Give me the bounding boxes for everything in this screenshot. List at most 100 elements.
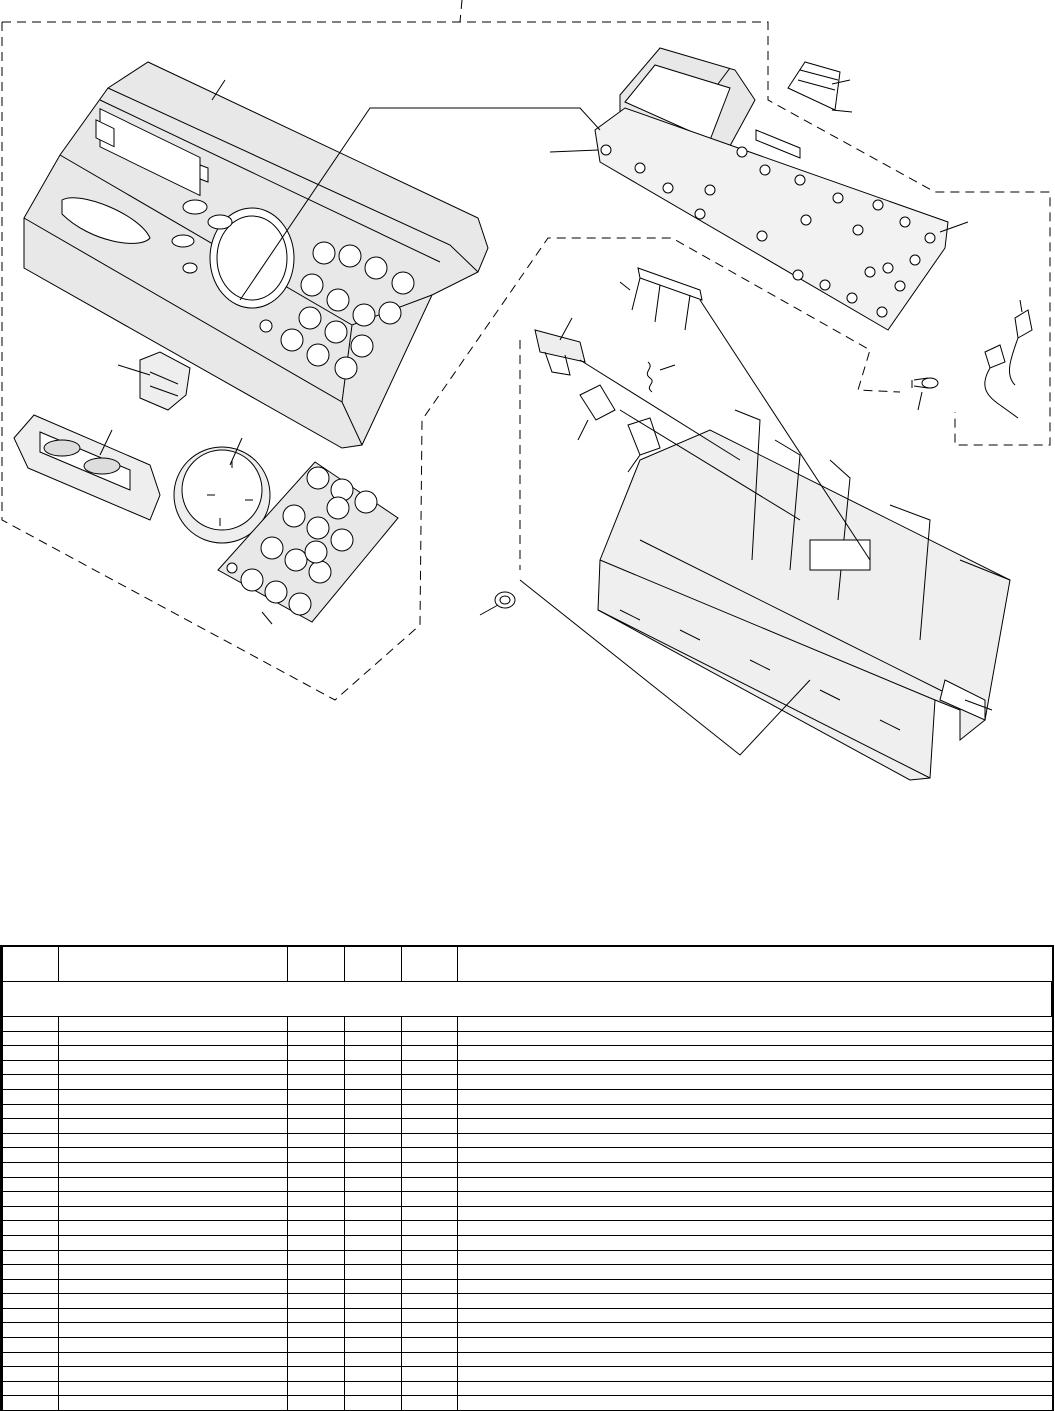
cell-price [286, 1264, 345, 1280]
cell-price [286, 1322, 345, 1339]
cell-new [343, 1161, 402, 1178]
cell-rank [400, 1176, 458, 1193]
cell-no [1, 1322, 59, 1339]
cell-description [456, 1337, 1053, 1353]
cell-price [286, 1278, 345, 1295]
cell-no [1, 1176, 59, 1193]
cell-part-no [57, 1351, 288, 1368]
document-tray [597, 409, 1011, 781]
sensor-bracket [631, 267, 703, 331]
cell-new [343, 1176, 402, 1193]
cell-part-no [57, 1249, 288, 1266]
cell-rank [400, 1016, 458, 1032]
table-row [1, 1234, 1053, 1251]
cell-new [343, 1307, 402, 1324]
cell-new [343, 1395, 402, 1411]
cell-price [286, 1016, 345, 1032]
table-row [1, 1322, 1053, 1339]
cell-price [286, 1234, 345, 1251]
cell-part-no [57, 1366, 288, 1382]
table-row [1, 1249, 1053, 1266]
cell-price [286, 1205, 345, 1222]
sensor-plate-a [579, 384, 616, 421]
table-group-row [1, 981, 1053, 1017]
cell-price [286, 1395, 345, 1411]
cell-price [286, 1132, 345, 1149]
cell-description [456, 1234, 1053, 1251]
cell-no [1, 1045, 59, 1061]
header-new [343, 946, 402, 982]
cell-new [343, 1030, 402, 1047]
cell-no [1, 1074, 59, 1090]
keypad-holes [259, 241, 415, 380]
operation-panel-cover [23, 61, 489, 449]
cell-price [286, 1103, 345, 1120]
table-row [1, 1220, 1053, 1236]
cell-rank [400, 1030, 458, 1047]
cell-new [343, 1147, 402, 1163]
cell-no [1, 1337, 59, 1353]
cell-part-no [57, 1030, 288, 1047]
cell-new [343, 1220, 402, 1236]
cell-description [456, 1074, 1053, 1090]
cell-new [343, 1045, 402, 1061]
table-row [1, 1176, 1053, 1193]
cell-description [456, 1293, 1053, 1309]
table-header-row [1, 946, 1053, 982]
header-part-no [57, 946, 288, 982]
table-row [1, 1395, 1053, 1411]
exploded-view-svg [1, 0, 1051, 781]
cell-price [286, 1366, 345, 1382]
cell-price [286, 1074, 345, 1090]
cell-description [456, 1045, 1053, 1061]
cell-new [343, 1059, 402, 1076]
table-row [1, 1293, 1053, 1309]
table-row [1, 1088, 1053, 1105]
cell-part-no [57, 1205, 288, 1222]
cell-part-no [57, 1264, 288, 1280]
cell-new [343, 1234, 402, 1251]
cell-rank [400, 1380, 458, 1397]
cell-new [343, 1293, 402, 1309]
cell-no [1, 1088, 59, 1105]
cell-price [286, 1118, 345, 1134]
table-row [1, 1307, 1053, 1324]
cell-price [286, 1030, 345, 1047]
cell-price [286, 1307, 345, 1324]
cell-rank [400, 1161, 458, 1178]
cell-part-no [57, 1278, 288, 1295]
cell-description [456, 1176, 1053, 1193]
cell-price [286, 1088, 345, 1105]
cell-price [286, 1161, 345, 1178]
cell-description [456, 1249, 1053, 1266]
leader-lines [99, 67, 1023, 756]
header-no [1, 946, 59, 982]
cell-part-no [57, 1074, 288, 1090]
cell-rank [400, 1118, 458, 1134]
cell-new [343, 1205, 402, 1222]
cell-part-no [57, 1191, 288, 1207]
cell-no [1, 1205, 59, 1222]
cell-rank [400, 1322, 458, 1339]
group-title [1, 981, 1053, 1017]
table-row [1, 1337, 1053, 1353]
cell-rank [400, 1059, 458, 1076]
cell-no [1, 1395, 59, 1411]
cell-rank [400, 1205, 458, 1222]
cell-rank [400, 1337, 458, 1353]
lever-part [139, 351, 191, 411]
cell-no [1, 1161, 59, 1178]
cell-rank [400, 1366, 458, 1382]
cell-price [286, 1220, 345, 1236]
table-row [1, 1045, 1053, 1061]
table-row [1, 1205, 1053, 1222]
cell-description [456, 1118, 1053, 1134]
cell-description [456, 1380, 1053, 1397]
cell-no [1, 1293, 59, 1309]
cell-no [1, 1307, 59, 1324]
cell-description [456, 1278, 1053, 1295]
cell-no [1, 1220, 59, 1236]
cell-rank [400, 1234, 458, 1251]
cell-new [343, 1132, 402, 1149]
cell-rank [400, 1351, 458, 1368]
